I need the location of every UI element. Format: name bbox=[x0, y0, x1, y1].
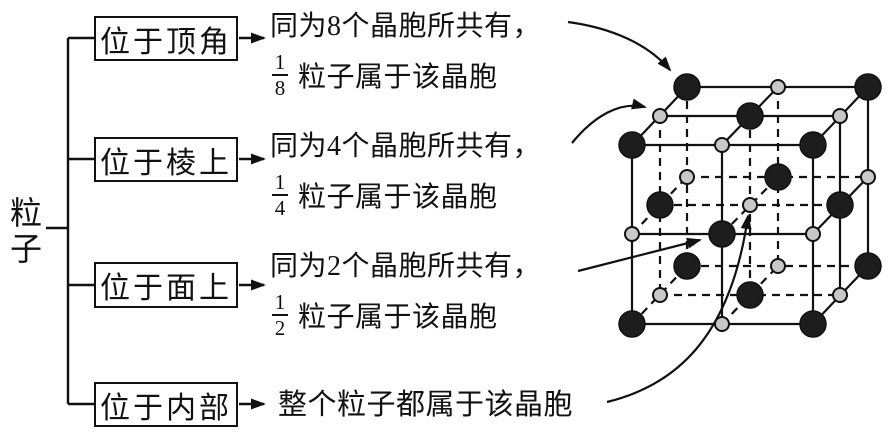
arrow-to-body-atom bbox=[606, 214, 752, 404]
desc-text: 同为4个晶胞所共有， bbox=[270, 131, 542, 162]
large-atom bbox=[799, 310, 827, 338]
box-label: 位于内部 bbox=[100, 391, 232, 425]
small-atom bbox=[742, 197, 758, 213]
desc-text: 粒子属于该晶胞 bbox=[298, 62, 498, 93]
root-label-particle: 粒子 bbox=[9, 195, 42, 267]
arrow-to-edge-atom bbox=[571, 98, 647, 144]
small-atom bbox=[624, 226, 640, 242]
unit-cell-crystal bbox=[618, 73, 882, 338]
arrow-to-face-atom bbox=[577, 237, 702, 273]
large-atom bbox=[799, 131, 827, 159]
small-atom bbox=[652, 287, 668, 303]
small-atom bbox=[770, 79, 786, 95]
large-atom bbox=[646, 191, 674, 219]
tree-bracket bbox=[46, 36, 94, 406]
large-atom bbox=[764, 163, 792, 191]
fraction-numerator: 1 bbox=[271, 171, 289, 196]
small-atom bbox=[832, 287, 848, 303]
desc-interior-share: 整个粒子都属于该晶胞 bbox=[278, 389, 574, 421]
fraction-denominator: 2 bbox=[274, 316, 286, 340]
large-atom bbox=[618, 310, 646, 338]
large-atom bbox=[826, 191, 854, 219]
small-atom bbox=[714, 137, 730, 153]
fraction-one-half: 1 2 bbox=[270, 291, 290, 339]
box-label: 位于棱上 bbox=[100, 146, 232, 180]
small-atom bbox=[652, 108, 668, 124]
small-atom bbox=[832, 108, 848, 124]
fraction-one-quarter: 1 4 bbox=[270, 171, 290, 219]
arrow-to-corner-atom bbox=[567, 20, 672, 72]
fraction-numerator: 1 bbox=[271, 291, 289, 316]
box-located-on-face: 位于面上 bbox=[94, 262, 238, 308]
box-located-at-corner: 位于顶角 bbox=[94, 16, 238, 61]
large-atom bbox=[736, 102, 764, 130]
large-atom bbox=[673, 73, 701, 101]
desc-corner-share: 同为8个晶胞所共有， 1 8 粒子属于该晶胞 bbox=[270, 4, 600, 101]
small-atom bbox=[714, 316, 730, 332]
box-located-on-edge: 位于棱上 bbox=[94, 137, 238, 182]
small-atom bbox=[679, 169, 695, 185]
fraction-denominator: 8 bbox=[274, 76, 286, 100]
desc-text: 同为8个晶胞所共有， bbox=[270, 11, 542, 42]
desc-edge-share: 同为4个晶胞所共有， 1 4 粒子属于该晶胞 bbox=[270, 124, 600, 221]
pointer-arrows bbox=[567, 20, 752, 404]
large-atom bbox=[708, 220, 736, 248]
box-label: 位于面上 bbox=[100, 272, 232, 305]
desc-text: 粒子属于该晶胞 bbox=[298, 182, 498, 213]
box-label: 位于顶角 bbox=[100, 25, 232, 59]
desc-text: 同为2个晶胞所共有， bbox=[270, 251, 542, 282]
large-atom bbox=[854, 73, 882, 101]
fraction-denominator: 4 bbox=[274, 196, 286, 220]
large-atom bbox=[673, 252, 701, 280]
fraction-one-eighth: 1 8 bbox=[270, 51, 290, 99]
branch-arrows bbox=[239, 32, 266, 410]
desc-face-share: 同为2个晶胞所共有， 1 2 粒子属于该晶胞 bbox=[270, 244, 600, 341]
small-atom bbox=[805, 226, 821, 242]
desc-text: 粒子属于该晶胞 bbox=[298, 302, 498, 333]
small-atom bbox=[860, 169, 876, 185]
large-atom bbox=[618, 131, 646, 159]
fraction-numerator: 1 bbox=[271, 51, 289, 76]
large-atom bbox=[854, 252, 882, 280]
large-atom bbox=[736, 281, 764, 309]
box-located-inside: 位于内部 bbox=[94, 382, 238, 427]
small-atom bbox=[770, 258, 786, 274]
